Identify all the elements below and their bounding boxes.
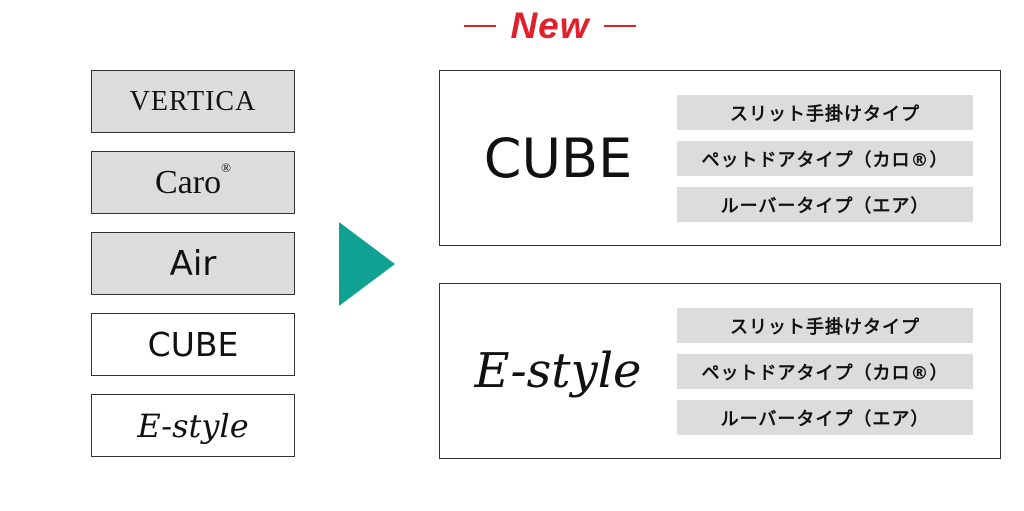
series-box-cube: CUBE [91,313,295,376]
series-label-estyle: E-style [137,406,249,445]
series-box-air: Air [91,232,295,295]
type-item: ペットドアタイプ（カロ®） [677,354,973,389]
new-heading: New [440,2,660,50]
series-box-caro: Caro® [91,151,295,214]
series-label-caro: Caro® [155,159,231,201]
type-list-cube: スリット手掛けタイプ ペットドアタイプ（カロ®） ルーバータイプ（エア） [677,95,973,222]
right-triangle-arrow-icon [339,222,395,306]
registered-mark: ® [221,159,231,175]
new-heading-text: New [510,5,590,46]
series-label-cube: CUBE [147,325,239,364]
heading-dash-right [603,25,636,27]
series-box-vertica: VERTICA [91,70,295,133]
type-item: スリット手掛けタイプ [677,308,973,343]
new-panel-estyle: E-style スリット手掛けタイプ ペットドアタイプ（カロ®） ルーバータイプ… [439,283,1001,459]
series-label-vertica: VERTICA [129,85,257,117]
panel-title-estyle: E-style [474,343,642,399]
panel-title-cube: CUBE [483,126,633,190]
series-label-air: Air [169,243,217,284]
new-panel-cube: CUBE スリット手掛けタイプ ペットドアタイプ（カロ®） ルーバータイプ（エア… [439,70,1001,246]
type-list-estyle: スリット手掛けタイプ ペットドアタイプ（カロ®） ルーバータイプ（エア） [677,308,973,435]
series-box-estyle: E-style [91,394,295,457]
type-item: ルーバータイプ（エア） [677,187,973,222]
type-item: スリット手掛けタイプ [677,95,973,130]
heading-dash-left [464,25,497,27]
type-item: ルーバータイプ（エア） [677,400,973,435]
type-item: ペットドアタイプ（カロ®） [677,141,973,176]
